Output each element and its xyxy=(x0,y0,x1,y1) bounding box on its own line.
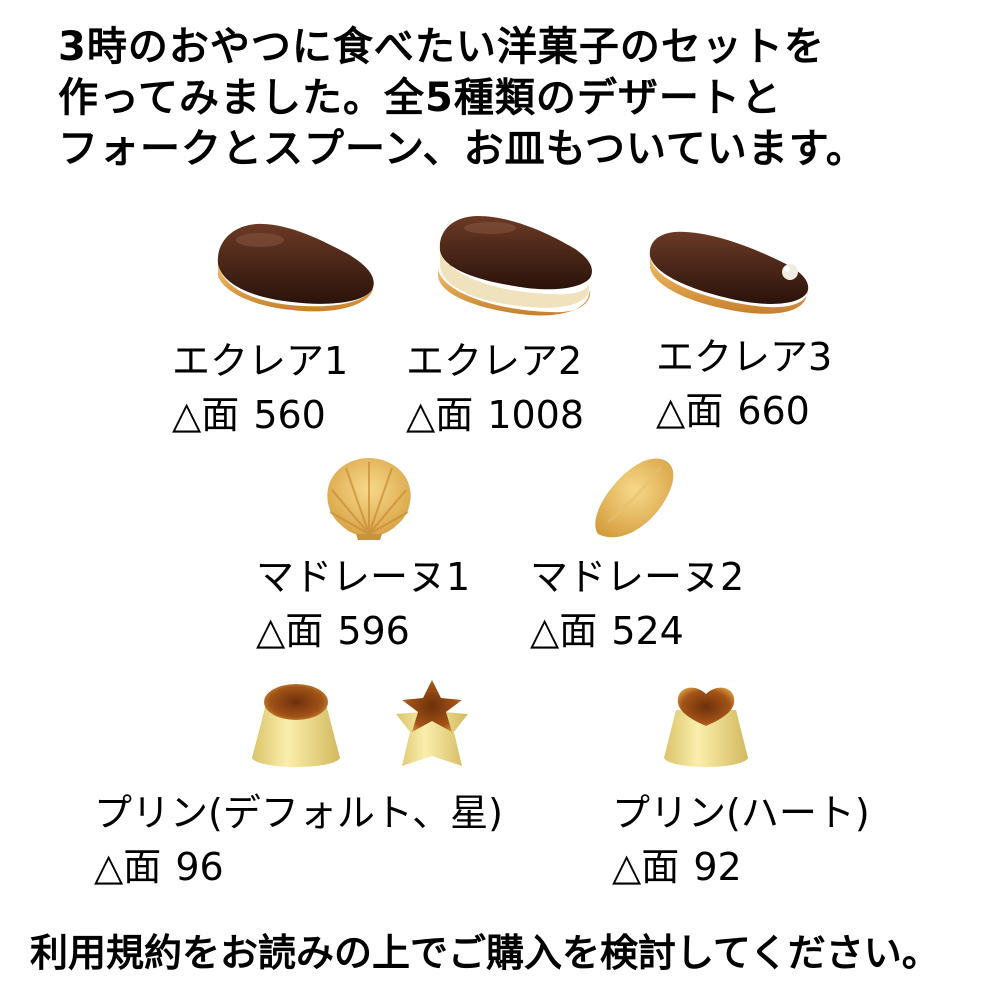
polygon-count: △面 1008 xyxy=(406,393,585,437)
terms-notice: 利用規約をお読みの上でご購入を検討してください。 xyxy=(30,931,940,975)
item-label-madeleine-1: マドレーヌ1 △面 596 xyxy=(256,550,470,658)
madeleine-2-image xyxy=(595,458,674,538)
item-name: エクレア3 xyxy=(656,335,833,379)
item-label-madeleine-2: マドレーヌ2 △面 524 xyxy=(530,550,744,658)
item-label-pudding-heart: プリン(ハート) △面 92 xyxy=(612,786,870,894)
intro-text: 3時のおやつに食べたい洋菓子のセットを 作ってみました。全5種類のデザートと フ… xyxy=(58,24,867,172)
eclair-2-image xyxy=(438,216,592,316)
item-name: エクレア1 xyxy=(172,339,349,383)
polygon-count: △面 560 xyxy=(172,393,326,437)
item-name: プリン(ハート) xyxy=(612,791,870,835)
polygon-count: △面 660 xyxy=(656,389,810,433)
eclair-1-image xyxy=(217,223,374,312)
item-label-eclair-3: エクレア3 △面 660 xyxy=(656,330,832,438)
pudding-default-image xyxy=(252,684,340,767)
item-name: エクレア2 xyxy=(406,339,583,383)
madeleine-1-image xyxy=(327,458,411,540)
item-name: プリン(デフォルト、星) xyxy=(94,791,503,835)
item-label-eclair-1: エクレア1 △面 560 xyxy=(172,334,348,442)
polygon-count: △面 596 xyxy=(256,609,410,653)
pudding-star-image xyxy=(396,680,468,766)
item-name: マドレーヌ2 xyxy=(530,555,745,599)
polygon-count: △面 524 xyxy=(530,609,684,653)
polygon-count: △面 92 xyxy=(612,845,742,889)
pudding-heart-image xyxy=(664,687,748,767)
item-name: マドレーヌ1 xyxy=(256,555,471,599)
polygon-count: △面 96 xyxy=(94,845,224,889)
item-label-eclair-2: エクレア2 △面 1008 xyxy=(406,334,584,442)
eclair-3-image xyxy=(649,231,809,314)
item-label-pudding-default-star: プリン(デフォルト、星) △面 96 xyxy=(94,786,503,894)
